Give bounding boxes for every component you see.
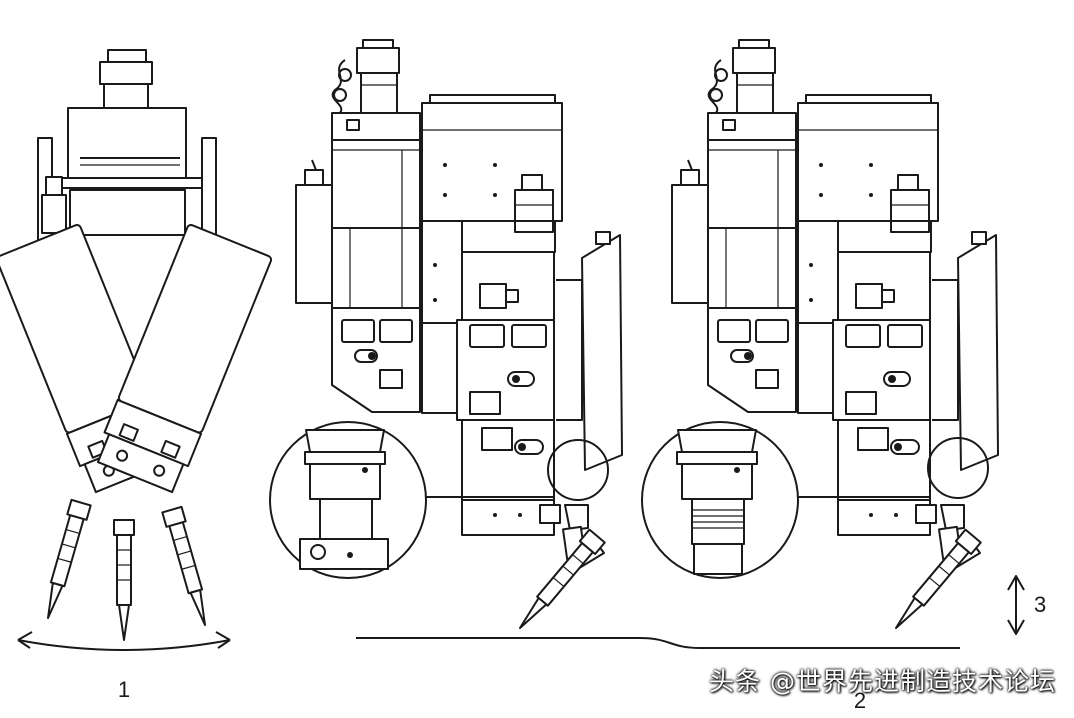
- watermark-text: 头条 @世界先进制造技术论坛: [709, 667, 1056, 696]
- figure-2-head-right: [641, 40, 998, 634]
- figure-2-head-left: [269, 40, 622, 634]
- vertical-double-arrow: [1007, 575, 1025, 635]
- workpiece-surface: [356, 637, 960, 649]
- figure-1-label: 1: [118, 677, 130, 702]
- figure-3-label: 3: [1034, 592, 1046, 617]
- figure-2-label: 2: [854, 688, 866, 713]
- figure-1-tilt-view: 1: [0, 49, 274, 702]
